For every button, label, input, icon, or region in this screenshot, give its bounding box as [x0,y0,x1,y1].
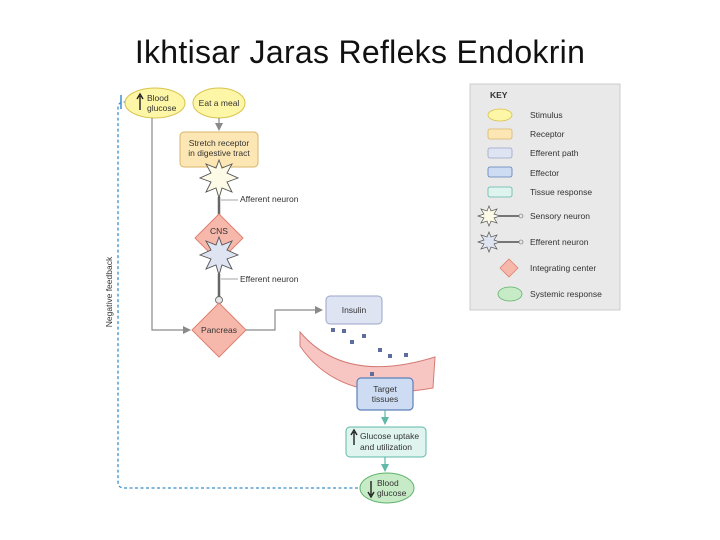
tissue-response-box [345,426,427,458]
result-label-line2: glucose [377,488,407,498]
systemic-ellipse-icon [497,286,523,302]
result-label-line1: Blood [377,478,399,488]
systemic-response-ellipse [359,472,415,504]
target-label-line2: tissues [372,394,398,404]
stimulus-label-line1: Blood [147,93,169,103]
stimulus-blood-glucose [124,87,186,119]
afferent-neuron-label: Afferent neuron [240,194,299,204]
stimulus-ellipse-icon [487,108,513,122]
pancreas-label: Pancreas [201,325,237,335]
sensory-neuron-icon [476,205,524,227]
efferent-neuron-icon [476,231,524,253]
diamond-icon [499,258,519,278]
effector-rect-icon [487,166,513,178]
cns-label: CNS [210,226,228,236]
pancreas-diamond [191,302,247,358]
key-label-efferent-path: Efferent path [530,148,579,158]
receptor-rect-icon [487,128,513,140]
blood-vessel [299,330,436,393]
key-label-receptor: Receptor [530,129,565,139]
arrow-up-icon [136,92,144,110]
eat-meal-label: Eat a meal [199,98,240,108]
receptor-label-line1: Stretch receptor [189,138,250,148]
key-label-integrating-center: Integrating center [530,263,596,273]
feedback-label: Negative feedback [104,256,114,327]
stimulus-label-line2: glucose [147,103,177,113]
key-label-tissue-response: Tissue response [530,187,592,197]
arrow-up-icon [350,428,358,445]
tissue-rect-icon [487,186,513,198]
insulin-label: Insulin [342,305,367,315]
negative-feedback-path [117,101,358,489]
key-title: KEY [490,90,508,100]
key-label-stimulus: Stimulus [530,110,563,120]
efferent-rect-icon [487,147,513,159]
arrow-down-icon [367,481,375,499]
key-label-systemic-response: Systemic response [530,289,602,299]
key-label-effector: Effector [530,168,559,178]
arrow-pancreas-insulin [246,306,323,331]
target-label-line1: Target [373,384,397,394]
key-label-sensory-neuron: Sensory neuron [530,211,590,221]
key-label-efferent-neuron: Efferent neuron [530,237,589,247]
response-label-line1: Glucose uptake [360,431,419,441]
insulin-box [325,295,383,325]
receptor-label-line2: in digestive tract [188,148,250,158]
slide-title: Ikhtisar Jaras Refleks Endokrin [134,34,586,70]
key-panel: KEY Stimulus Receptor Efferent path Effe… [469,83,621,311]
arrow-glucose-pancreas [151,118,191,334]
efferent-neuron-label: Efferent neuron [240,274,299,284]
response-label-line2: and utilization [360,442,412,452]
